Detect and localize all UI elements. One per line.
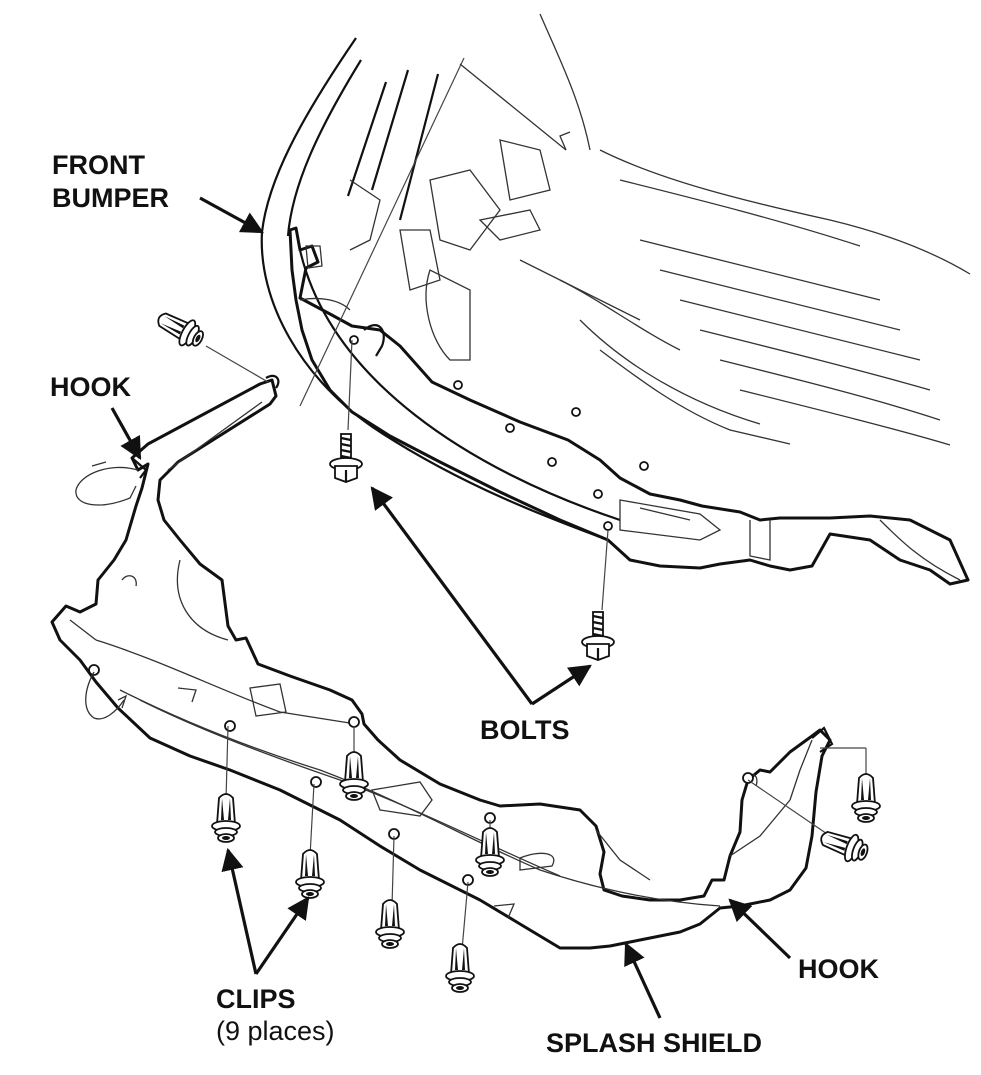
arrow-clip-right: [254, 896, 310, 975]
clip-8: [747, 779, 873, 868]
clip-9: [151, 304, 269, 383]
clip-1: [211, 725, 241, 843]
clip-5: [475, 820, 505, 877]
clip-7: [820, 747, 881, 823]
arrow-splash-shield: [624, 941, 662, 1019]
bolt-upper: [328, 339, 364, 484]
clip-4: [375, 835, 405, 949]
shield-lower-left-outline: [85, 671, 128, 720]
splash-shield: [50, 374, 834, 950]
label-bumper: BUMPER: [52, 183, 170, 213]
front-bumper: [260, 13, 971, 586]
clip-6: [445, 881, 475, 993]
label-hook-left: HOOK: [50, 372, 131, 402]
label-splash-shield: SPLASH SHIELD: [546, 1028, 763, 1058]
label-clips-count: (9 places): [216, 1016, 335, 1046]
label-clips: CLIPS: [216, 984, 296, 1014]
arrow-front-bumper: [199, 196, 264, 234]
bolt-lower: [580, 529, 616, 662]
arrow-bolt-lower: [531, 664, 592, 706]
label-front: FRONT: [52, 150, 145, 180]
clip-3: [339, 726, 369, 801]
label-hook-right: HOOK: [798, 954, 879, 984]
arrow-clip-left: [221, 847, 258, 975]
arrow-hook-right: [728, 898, 792, 960]
arrow-hook-left: [110, 407, 142, 460]
label-bolts: BOLTS: [480, 715, 570, 745]
arrow-bolt-upper: [370, 486, 534, 705]
clip-2: [295, 783, 325, 899]
hook-outline-left: [75, 461, 139, 506]
